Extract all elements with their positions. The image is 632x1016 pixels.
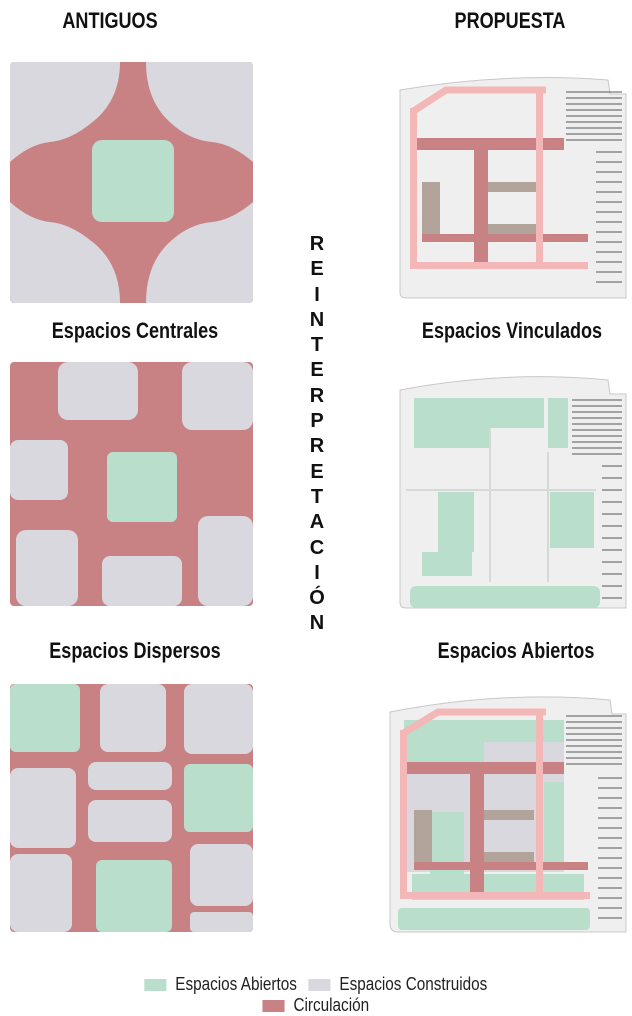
open-space — [107, 452, 177, 522]
open-space — [550, 492, 594, 548]
vertical-letter: R — [309, 435, 325, 458]
diagram-antiguos-mixto — [10, 684, 253, 932]
open-space — [96, 860, 172, 932]
built-block — [190, 912, 253, 932]
open-space — [414, 398, 544, 428]
grid-lines — [406, 428, 596, 582]
open-space — [410, 586, 600, 608]
label-espacios-abiertos: Espacios Abiertos — [437, 638, 595, 663]
circulation-main — [470, 762, 484, 892]
circulation-light — [410, 262, 588, 269]
circulation-main — [406, 762, 564, 774]
open-space — [184, 764, 253, 832]
built-block — [16, 530, 78, 606]
built-block — [88, 800, 172, 842]
circulation-light — [410, 108, 417, 268]
circulation-light — [410, 86, 546, 115]
circulation-light — [536, 710, 543, 898]
vertical-letter: I — [314, 283, 320, 306]
stair-lines — [566, 91, 622, 283]
stair-lines — [566, 715, 622, 919]
built-block — [10, 62, 120, 162]
vertical-letter: N — [309, 612, 325, 635]
legend-swatch-circulation — [262, 999, 285, 1012]
open-space — [404, 742, 484, 764]
legend-swatch-open — [144, 978, 167, 991]
legend-swatch-built — [308, 978, 331, 991]
legend-label-circulation: Circulación — [293, 995, 370, 1015]
open-space-existing — [422, 182, 440, 240]
circulation-light — [400, 730, 407, 898]
vertical-letter: C — [309, 536, 325, 559]
vertical-letter: E — [310, 359, 324, 382]
built-block — [10, 440, 68, 500]
diagram-espacios-dispersos — [10, 362, 253, 606]
vertical-letter: R — [309, 233, 325, 255]
built-block — [102, 556, 182, 606]
vertical-letter: T — [310, 334, 324, 357]
vertical-letter: N — [309, 308, 325, 331]
open-space-existing — [484, 852, 534, 862]
label-espacios-vinculados: Espacios Vinculados — [421, 318, 603, 343]
label-espacios-dispersos: Espacios Dispersos — [49, 638, 221, 663]
circulation-main — [422, 234, 588, 242]
circulation-main — [414, 138, 564, 150]
built-block — [146, 62, 253, 162]
vertical-letter: E — [310, 258, 324, 281]
built-block — [10, 768, 76, 848]
built-block — [182, 362, 253, 430]
circulation-main — [414, 862, 588, 870]
open-space-existing — [414, 810, 432, 868]
vertical-letter: P — [310, 410, 324, 433]
open-space — [10, 684, 80, 752]
legend-label-open: Espacios Abiertos — [175, 974, 297, 994]
label-espacios-centrales: Espacios Centrales — [51, 318, 219, 343]
vertical-letter: I — [314, 561, 320, 584]
open-space — [414, 428, 490, 448]
circulation-light — [400, 708, 546, 737]
open-space — [404, 720, 564, 742]
diagram-espacios-centrales — [10, 62, 253, 303]
built-block — [88, 762, 172, 790]
circulation-light — [536, 88, 543, 268]
open-space-existing — [484, 810, 534, 820]
vertical-letter: T — [310, 485, 324, 508]
vertical-letter: R — [309, 384, 325, 407]
header-propuesta: PROPUESTA — [454, 8, 566, 33]
vertical-letter: E — [310, 460, 324, 483]
open-space — [422, 552, 472, 576]
built-block — [100, 684, 166, 752]
open-space-central — [92, 140, 174, 222]
open-space-existing — [486, 224, 536, 234]
plan-propuesta-completa — [384, 682, 628, 936]
open-space — [398, 908, 590, 930]
built-block — [10, 202, 120, 303]
vertical-letter: A — [309, 511, 325, 534]
open-space — [544, 782, 564, 870]
vertical-letter: Ó — [309, 587, 325, 610]
plan-propuesta-abiertos — [396, 362, 628, 612]
built-block — [198, 516, 253, 606]
circulation-main — [474, 138, 488, 264]
open-space-existing — [486, 182, 536, 192]
legend-label-built: Espacios Construidos — [339, 974, 488, 994]
open-space — [548, 398, 568, 448]
legend: Espacios Abiertos Espacios Construidos C… — [0, 974, 632, 1016]
built-block — [10, 854, 72, 932]
built-block — [190, 844, 253, 906]
built-block — [146, 202, 253, 303]
header-antiguos: ANTIGUOS — [62, 8, 158, 33]
built-block — [184, 684, 253, 754]
plan-propuesta-circulacion — [396, 62, 628, 302]
stair-lines — [572, 399, 622, 599]
circulation-light — [400, 892, 590, 899]
built-block — [58, 362, 138, 420]
open-space — [438, 492, 474, 552]
